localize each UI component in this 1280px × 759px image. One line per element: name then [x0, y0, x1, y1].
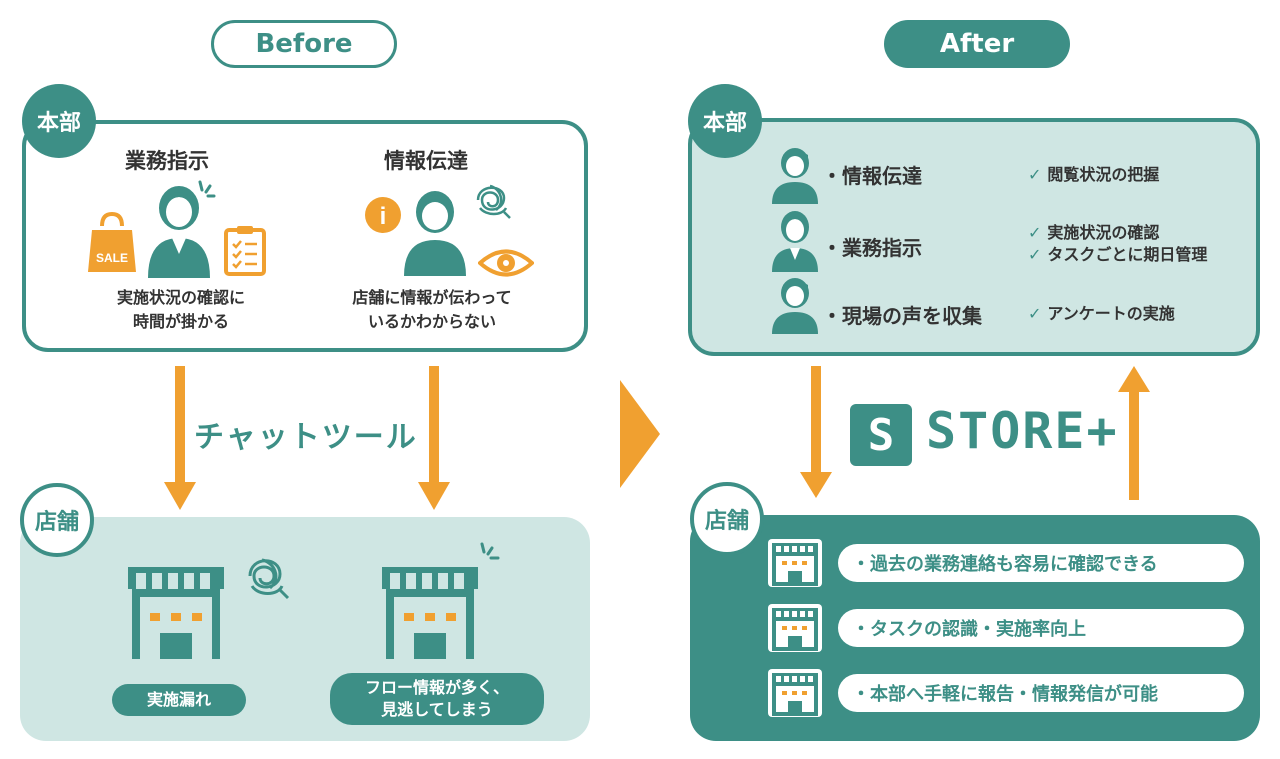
before-hq-left-caption: 実施状況の確認に 時間が掛かる: [86, 286, 276, 334]
after-label: After: [884, 20, 1070, 68]
sale-tag-text: SALE: [96, 251, 128, 265]
info-icon: i: [365, 197, 401, 233]
before-label: Before: [211, 20, 397, 68]
check-icon: ✓: [1028, 223, 1042, 242]
store-plus-logo-mark: S: [850, 404, 912, 466]
label-line: 見逃してしまう: [381, 700, 493, 719]
caption-line: 店舗に情報が伝わって: [352, 288, 512, 307]
after-check-item: ✓ タスクごとに期日管理: [1028, 244, 1207, 266]
tangled-thoughts-icon: [476, 184, 511, 219]
before-hq-left-title: 業務指示: [125, 149, 209, 173]
before-hq-badge: 本部: [22, 84, 96, 158]
shopping-bag-icon: SALE: [88, 212, 136, 272]
after-store-benefit: ・タスクの認識・実施率向上: [838, 609, 1244, 647]
after-check-item: ✓ 閲覧状況の把握: [1028, 164, 1159, 186]
check-icon: ✓: [1028, 165, 1042, 184]
caption-line: いるかわからない: [367, 312, 496, 331]
down-arrow-icon: [418, 366, 450, 510]
check-text: タスクごとに期日管理: [1047, 245, 1208, 264]
label-line: フロー情報が多く、: [364, 678, 509, 697]
caption-line: 時間が掛かる: [132, 312, 229, 331]
alert-lines-icon: [198, 180, 216, 198]
check-text: 閲覧状況の把握: [1047, 165, 1160, 184]
after-check-item: ✓ 実施状況の確認: [1028, 222, 1159, 244]
person-icon: [772, 278, 818, 334]
before-store-badge: 店舗: [20, 483, 94, 557]
store-icon: [768, 604, 822, 652]
before-hq-right-title: 情報伝達: [384, 149, 468, 173]
svg-text:i: i: [380, 203, 387, 230]
person-icon: [772, 148, 818, 204]
before-hq-right-caption: 店舗に情報が伝わって いるかわからない: [326, 286, 538, 334]
store-icon: [768, 669, 822, 717]
after-store-benefit: ・過去の業務連絡も容易に確認できる: [838, 544, 1244, 582]
woman-staff-icon: [772, 211, 818, 272]
after-store-benefit: ・本部へ手軽に報告・情報発信が可能: [838, 674, 1244, 712]
up-arrow-icon: [1118, 366, 1150, 500]
eye-icon: [478, 249, 534, 277]
check-icon: ✓: [1028, 304, 1042, 323]
woman-staff-icon: [148, 186, 210, 278]
store-icon: [768, 539, 822, 587]
down-arrow-icon: [164, 366, 196, 510]
down-arrow-icon: [800, 366, 832, 498]
store-icon: [382, 567, 478, 659]
store-icon: [128, 567, 224, 659]
after-check-item: ✓ アンケートの実施: [1028, 303, 1175, 325]
check-text: 実施状況の確認: [1047, 223, 1160, 242]
after-hq-badge: 本部: [688, 84, 762, 158]
after-item-label: ・現場の声を収集: [822, 304, 982, 328]
transition-arrow-icon: [620, 380, 660, 488]
check-icon: ✓: [1028, 245, 1042, 264]
clipboard-icon: [224, 226, 266, 276]
person-icon: [404, 191, 466, 276]
caption-line: 実施状況の確認に: [116, 288, 245, 307]
store-plus-logo-text: STORE+: [926, 402, 1119, 460]
chat-tool-label: チャットツール: [194, 420, 418, 455]
after-item-label: ・業務指示: [822, 236, 922, 260]
after-store-badge: 店舗: [690, 482, 764, 556]
tangled-thoughts-icon: [248, 558, 290, 600]
before-store-right-label: フロー情報が多く、 見逃してしまう: [330, 673, 544, 725]
check-text: アンケートの実施: [1047, 304, 1175, 323]
before-store-left-label: 実施漏れ: [112, 684, 246, 716]
alert-lines-icon: [480, 542, 500, 560]
after-item-label: ・情報伝達: [822, 164, 922, 188]
